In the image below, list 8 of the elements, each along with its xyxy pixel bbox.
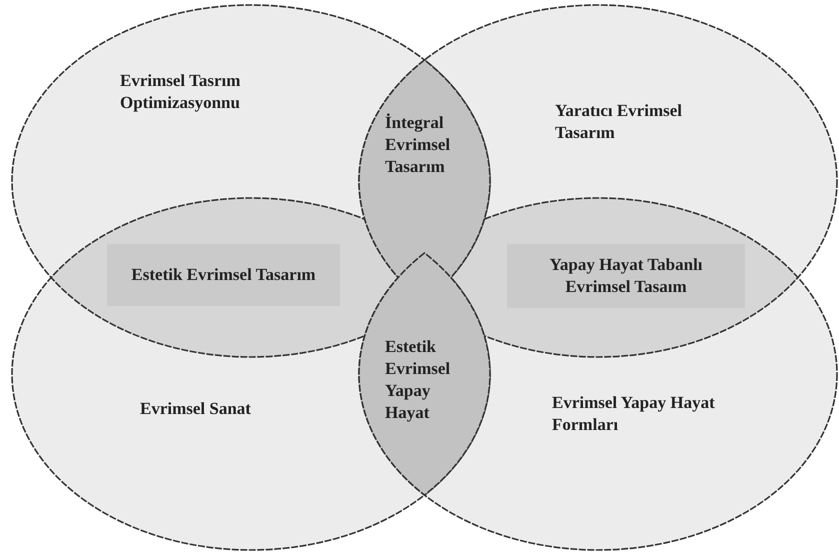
region-label: Evrimsel Yapay Hayat Formları xyxy=(552,392,716,436)
region-label: İntegral Evrimsel Tasarım xyxy=(385,112,452,178)
label-panel: Yapay Hayat Tabanlı Evrimsel Tasaım xyxy=(507,244,745,308)
label-panel: Estetik Evrimsel Tasarım xyxy=(107,244,340,306)
region-label: Yaratıcı Evrimsel Tasarım xyxy=(555,100,683,144)
region-label: Estetik Evrimsel Yapay Hayat xyxy=(385,336,452,424)
region-label: Evrimsel Tasrım Optimizasyonnu xyxy=(120,70,242,114)
region-label: Evrimsel Sanat xyxy=(140,398,252,420)
